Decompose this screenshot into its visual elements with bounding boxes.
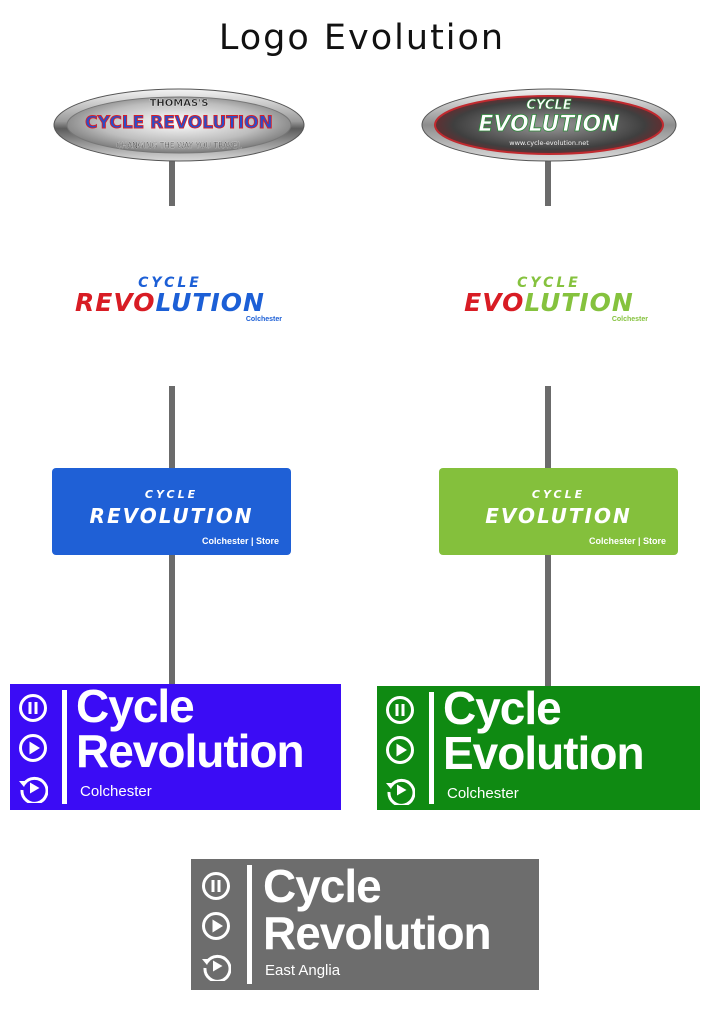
pause-icon bbox=[386, 696, 414, 724]
play-icon bbox=[386, 736, 414, 764]
badge-bottom-text: CHANGING THE WAY YOU TRAVEL bbox=[116, 141, 242, 150]
box-line2: Evolution bbox=[443, 727, 645, 779]
tile-small: CYCLE bbox=[531, 488, 586, 501]
cycle-evolution-badge: CYCLE EVOLUTION www.cycle-evolution.net bbox=[420, 87, 678, 163]
tile-store: Colchester | Store bbox=[201, 536, 279, 546]
badge-main-text: EVOLUTION bbox=[478, 112, 619, 137]
box-line1: Cycle bbox=[76, 680, 195, 732]
replay-icon bbox=[202, 954, 232, 983]
badge-top-text: CYCLE bbox=[526, 98, 571, 113]
tile-store: Colchester | Store bbox=[588, 536, 666, 546]
cycle-revolution-east-anglia-box: Cycle Revolution East Anglia bbox=[191, 859, 539, 990]
badge-main-text: CYCLE REVOLUTION bbox=[85, 113, 273, 133]
wordmark-location: Colchester bbox=[245, 316, 282, 323]
box-line2: Revolution bbox=[263, 907, 492, 959]
replay-icon bbox=[386, 778, 416, 807]
tile-small: CYCLE bbox=[144, 488, 199, 501]
tile-big: EVOLUTION bbox=[485, 504, 632, 528]
evolution-store-tile: CYCLE EVOLUTION Colchester | Store bbox=[439, 468, 678, 555]
icon-stack bbox=[385, 695, 423, 815]
wordmark-red-part: REVO bbox=[75, 288, 156, 317]
divider-bar bbox=[247, 865, 252, 984]
wordmark-green-part: LUTION bbox=[524, 288, 634, 317]
revolution-store-tile: CYCLE REVOLUTION Colchester | Store bbox=[52, 468, 291, 555]
connector-right-3 bbox=[545, 554, 551, 688]
wordmark-small: CYCLE bbox=[138, 275, 202, 291]
pause-icon bbox=[202, 872, 230, 900]
cycle-evolution-colchester-box: Cycle Evolution Colchester bbox=[377, 682, 700, 810]
badge-top-text: THOMAS'S bbox=[150, 98, 209, 109]
box-line2: Revolution bbox=[76, 725, 305, 777]
box-line3: Colchester bbox=[447, 785, 519, 802]
wordmark-small: CYCLE bbox=[517, 275, 581, 291]
wordmark-red-part: EVO bbox=[464, 288, 525, 317]
box-line3: Colchester bbox=[80, 783, 152, 800]
divider-bar bbox=[62, 690, 67, 804]
badge-bottom-text: www.cycle-evolution.net bbox=[509, 139, 589, 147]
play-icon bbox=[202, 912, 230, 940]
box-line3: East Anglia bbox=[265, 962, 341, 979]
connector-left-1 bbox=[169, 160, 175, 206]
icon-stack bbox=[18, 693, 56, 813]
connector-left-2 bbox=[169, 386, 175, 470]
page-title: Logo Evolution bbox=[218, 18, 506, 58]
wordmark-big: REVOLUTION bbox=[54, 290, 286, 316]
wordmark-big: EVOLUTION bbox=[446, 290, 652, 316]
cycle-revolution-colchester-box: Cycle Revolution Colchester bbox=[10, 680, 341, 813]
connector-left-3 bbox=[169, 554, 175, 686]
divider-bar bbox=[429, 692, 434, 804]
tile-big: REVOLUTION bbox=[89, 504, 254, 528]
cycle-evolution-wordmark: CYCLE EVOLUTION Colchester bbox=[446, 276, 652, 323]
thomass-cycle-revolution-badge: THOMAS'S CYCLE REVOLUTION CHANGING THE W… bbox=[52, 87, 306, 163]
pause-icon bbox=[19, 694, 47, 722]
wordmark-location: Colchester bbox=[611, 316, 648, 323]
icon-stack bbox=[201, 871, 239, 991]
play-icon bbox=[19, 734, 47, 762]
replay-icon bbox=[19, 776, 49, 805]
cycle-revolution-wordmark: CYCLE REVOLUTION Colchester bbox=[54, 276, 286, 323]
connector-right-2 bbox=[545, 386, 551, 470]
box-line1: Cycle bbox=[263, 860, 382, 912]
connector-right-1 bbox=[545, 160, 551, 206]
wordmark-blue-part: LUTION bbox=[155, 288, 265, 317]
box-line1: Cycle bbox=[443, 682, 562, 734]
